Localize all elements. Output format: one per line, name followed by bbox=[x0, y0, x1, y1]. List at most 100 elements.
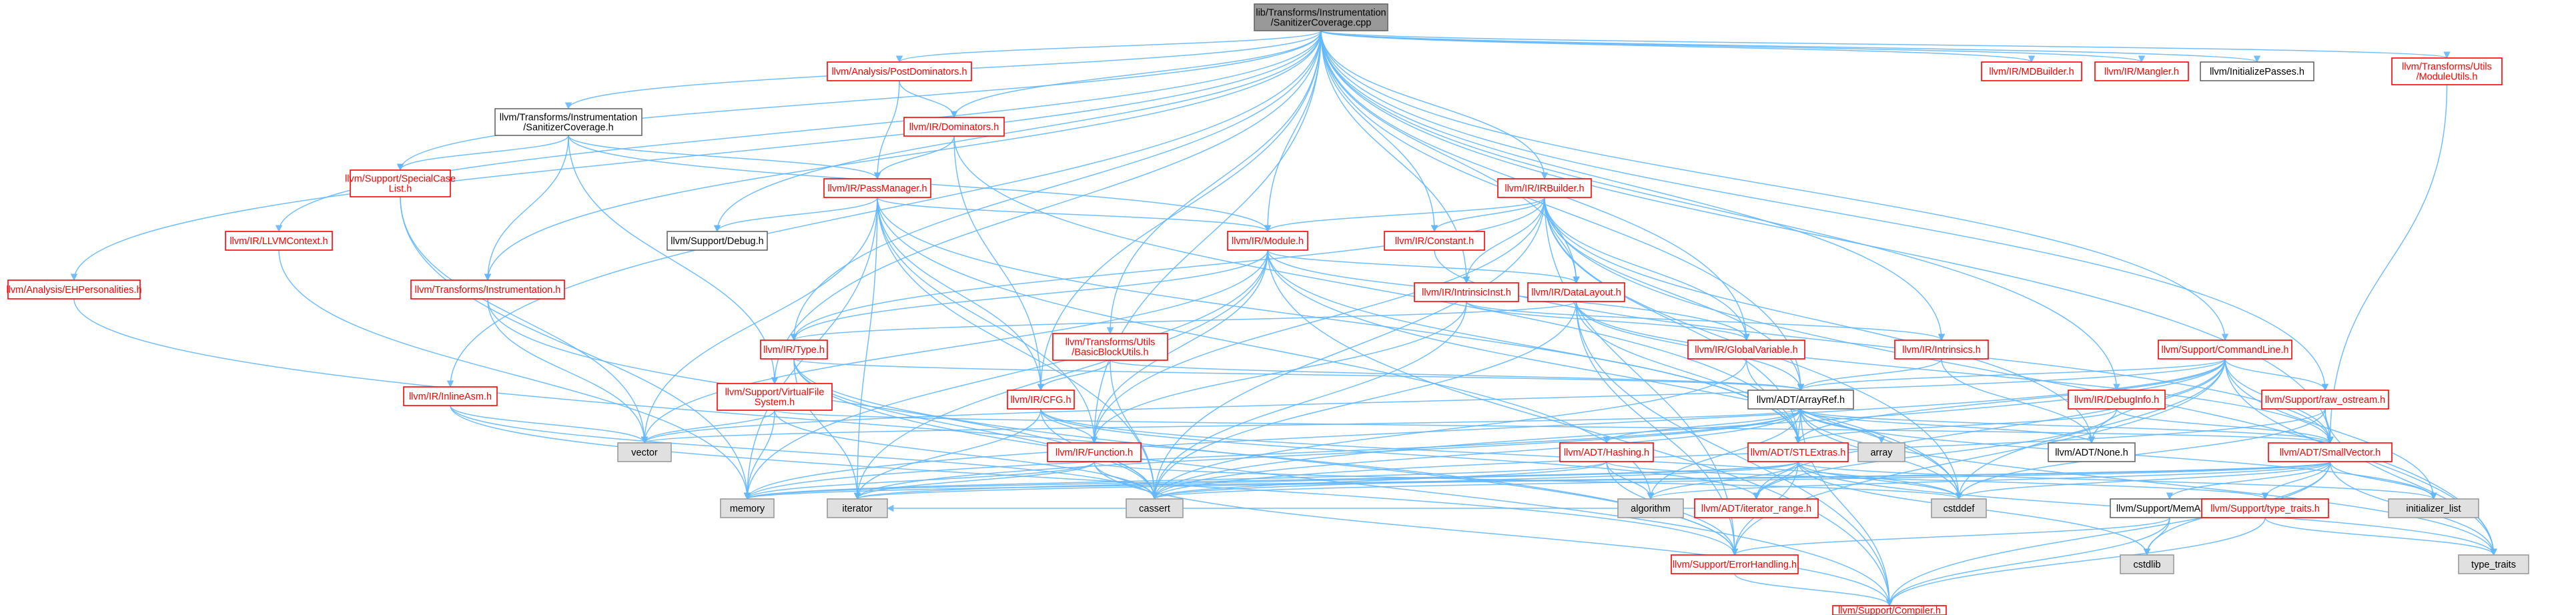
node-instrh[interactable]: llvm/Transforms/Instrumentation.h bbox=[410, 279, 565, 299]
node-moduleutils[interactable]: llvm/Transforms/Utils/ModuleUtils.h bbox=[2391, 57, 2503, 85]
edge-errhandling-to-compiler bbox=[1734, 573, 1893, 607]
edge-typetraitsh-to-compiler bbox=[1885, 517, 2266, 607]
node-mangler-box bbox=[2094, 61, 2189, 81]
node-algorithm-label-0: algorithm bbox=[1631, 504, 1671, 514]
node-none-label-0: llvm/ADT/None.h bbox=[2055, 448, 2128, 458]
node-sancovh[interactable]: llvm/Transforms/Instrumentation/Sanitize… bbox=[494, 108, 642, 136]
node-root-label-1: /SanitizerCoverage.cpp bbox=[1271, 17, 1372, 28]
node-llvmctx[interactable]: llvm/IR/LLVMContext.h bbox=[225, 231, 333, 251]
edge-globalvar-to-cassert bbox=[1151, 358, 1747, 500]
node-rawostream-label-0: llvm/Support/raw_ostream.h bbox=[2265, 395, 2386, 406]
node-errhandling[interactable]: llvm/Support/ErrorHandling.h bbox=[1671, 554, 1799, 574]
edge-root-to-basicblockutils bbox=[1106, 30, 1322, 335]
edge-moduleutils-to-smallvector bbox=[2326, 84, 2448, 444]
edge-module-to-cstddef bbox=[1267, 249, 1963, 500]
node-globalvar[interactable]: llvm/IR/GlobalVariable.h bbox=[1687, 340, 1805, 360]
edge-root-to-dominators bbox=[950, 30, 1322, 119]
node-iterator: iterator bbox=[827, 498, 888, 518]
node-intrinsicinst-label-0: llvm/IR/IntrinsicInst.h bbox=[1422, 287, 1511, 298]
node-passmgr[interactable]: llvm/IR/PassManager.h bbox=[823, 178, 931, 198]
edge-smallvector-to-typetraitsh bbox=[2261, 461, 2331, 500]
node-constant-label-0: llvm/IR/Constant.h bbox=[1395, 236, 1474, 247]
node-root[interactable]: lib/Transforms/Instrumentation/Sanitizer… bbox=[1254, 3, 1388, 31]
node-postdom[interactable]: llvm/Analysis/PostDominators.h bbox=[827, 61, 972, 81]
edge-inlineasm-to-cassert bbox=[450, 405, 1158, 500]
node-module[interactable]: llvm/IR/Module.h bbox=[1227, 231, 1308, 251]
node-specialcase-label-0: llvm/Support/SpecialCase bbox=[345, 173, 456, 184]
node-mangler[interactable]: llvm/IR/Mangler.h bbox=[2094, 61, 2189, 81]
node-inlineasm[interactable]: llvm/IR/InlineAsm.h bbox=[403, 386, 498, 406]
node-irbuilder[interactable]: llvm/IR/IRBuilder.h bbox=[1497, 178, 1592, 198]
edge-basicblockutils-to-cassert bbox=[1110, 360, 1158, 500]
node-array-label-0: array bbox=[1870, 448, 1893, 458]
node-initpasses[interactable]: llvm/InitializePasses.h bbox=[2200, 61, 2314, 81]
edge-sancovh-to-instrh bbox=[484, 135, 569, 281]
edge-root-to-inlineasm bbox=[446, 30, 1322, 388]
node-rawostream[interactable]: llvm/Support/raw_ostream.h bbox=[2261, 390, 2389, 410]
node-hashing[interactable]: llvm/ADT/Hashing.h bbox=[1559, 442, 1654, 462]
node-specialcase-label-1: List.h bbox=[389, 183, 412, 194]
node-stlextras-box bbox=[1747, 442, 1849, 462]
node-iterrange-box bbox=[1694, 498, 1819, 518]
node-cfg-box bbox=[1007, 390, 1075, 410]
edge-arrayref-to-algorithm bbox=[1647, 408, 1801, 500]
edge-type-to-arrayref bbox=[793, 358, 1804, 392]
node-globalvar-label-0: llvm/IR/GlobalVariable.h bbox=[1695, 345, 1797, 356]
node-commandline-label-0: llvm/Support/CommandLine.h bbox=[2161, 345, 2288, 356]
node-vector-box bbox=[617, 442, 672, 462]
node-datalayout[interactable]: llvm/IR/DataLayout.h bbox=[1527, 282, 1625, 302]
edge-ehpers-to-errhandling bbox=[73, 298, 1739, 556]
edge-passmgr-to-vector bbox=[640, 197, 878, 444]
node-dominators[interactable]: llvm/IR/Dominators.h bbox=[903, 117, 1005, 137]
edge-datalayout-to-type bbox=[791, 301, 1577, 342]
edge-irbuilder-to-module bbox=[1264, 197, 1545, 233]
node-intrinsicinst[interactable]: llvm/IR/IntrinsicInst.h bbox=[1414, 282, 1519, 302]
node-basicblockutils-label-0: llvm/Transforms/Utils bbox=[1065, 337, 1156, 348]
node-initlist-box bbox=[2388, 498, 2479, 518]
edge-cfg-to-function bbox=[1040, 408, 1098, 444]
node-type[interactable]: llvm/IR/Type.h bbox=[760, 340, 828, 360]
edge-root-to-smallvector bbox=[1320, 30, 2334, 444]
node-sancovh-label-1: /SanitizerCoverage.h bbox=[523, 122, 613, 133]
edge-intrinsicinst-to-function bbox=[1090, 301, 1467, 444]
node-iterrange[interactable]: llvm/ADT/iterator_range.h bbox=[1694, 498, 1819, 518]
node-sancovh-label-0: llvm/Transforms/Instrumentation bbox=[500, 112, 638, 123]
node-mdbuilder[interactable]: llvm/IR/MDBuilder.h bbox=[1981, 61, 2082, 81]
node-basicblockutils[interactable]: llvm/Transforms/Utils/BasicBlockUtils.h bbox=[1052, 333, 1168, 361]
node-commandline[interactable]: llvm/Support/CommandLine.h bbox=[2158, 340, 2292, 360]
node-function[interactable]: llvm/IR/Function.h bbox=[1047, 442, 1142, 462]
node-stlextras[interactable]: llvm/ADT/STLExtras.h bbox=[1747, 442, 1849, 462]
node-smallvector[interactable]: llvm/ADT/SmallVector.h bbox=[2268, 442, 2393, 462]
edge-root-to-initpasses bbox=[1320, 30, 2260, 63]
node-hashing-box bbox=[1559, 442, 1654, 462]
node-cstdlib: cstdlib bbox=[2120, 554, 2174, 574]
edge-debuginfo-to-smallvector bbox=[2116, 408, 2334, 444]
edge-instrh-to-vector bbox=[487, 298, 649, 444]
node-compiler[interactable]: llvm/Support/Compiler.h bbox=[1832, 605, 1947, 615]
node-ehpers[interactable]: llvm/Analysis/EHPersonalities.h bbox=[6, 279, 142, 299]
edge-basicblockutils-to-arrayref bbox=[1110, 360, 1804, 392]
node-typetraitsh[interactable]: llvm/Support/type_traits.h bbox=[2201, 498, 2329, 518]
edge-memalloc-to-compiler bbox=[1885, 517, 2170, 607]
node-inlineasm-label-0: llvm/IR/InlineAsm.h bbox=[409, 392, 492, 402]
edge-smallvector-to-compiler bbox=[1885, 461, 2331, 607]
edge-irbuilder-to-constant bbox=[1430, 197, 1545, 233]
node-cfg[interactable]: llvm/IR/CFG.h bbox=[1007, 390, 1075, 410]
edge-irbuilder-to-typetraits bbox=[1544, 197, 2497, 556]
node-none[interactable]: llvm/ADT/None.h bbox=[2048, 442, 2136, 462]
node-constant[interactable]: llvm/IR/Constant.h bbox=[1384, 231, 1485, 251]
node-supdebug[interactable]: llvm/Support/Debug.h bbox=[667, 231, 768, 251]
node-rawostream-box bbox=[2261, 390, 2389, 410]
node-datalayout-box bbox=[1527, 282, 1625, 302]
node-debuginfo[interactable]: llvm/IR/DebugInfo.h bbox=[2068, 390, 2166, 410]
node-vector: vector bbox=[617, 442, 672, 462]
edge-commandline-to-initlist bbox=[2224, 358, 2437, 500]
node-intrinsics[interactable]: llvm/IR/Intrinsics.h bbox=[1894, 340, 1989, 360]
node-irbuilder-box bbox=[1497, 178, 1592, 198]
edge-rawostream-to-cassert bbox=[1151, 408, 2326, 500]
edge-smallvector-to-cassert bbox=[1151, 461, 2331, 500]
node-arrayref[interactable]: llvm/ADT/ArrayRef.h bbox=[1747, 390, 1854, 410]
node-globalvar-box bbox=[1687, 340, 1805, 360]
